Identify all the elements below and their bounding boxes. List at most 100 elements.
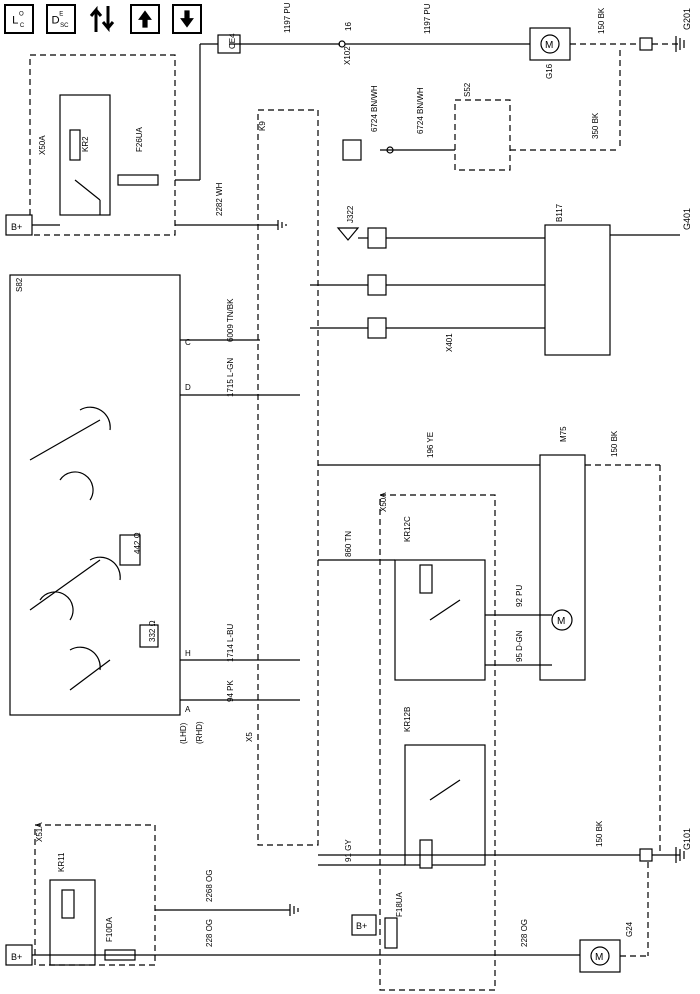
kr2-contact — [74, 179, 101, 215]
loc-sub: C — [20, 23, 25, 29]
wire-228-b: 228 OG — [520, 919, 529, 947]
kr2-coil — [69, 129, 81, 161]
g16-box — [529, 27, 571, 61]
kr11-coil — [61, 889, 75, 919]
ce1-c — [367, 317, 387, 339]
bplus-mid — [351, 914, 377, 936]
desc-button[interactable]: D E SC — [46, 4, 76, 34]
pin-16: 16 — [344, 22, 353, 31]
ground-k9-a — [277, 220, 287, 230]
f18ua-code: F18UA — [395, 891, 404, 917]
x50a-top-code: X50A — [38, 135, 47, 155]
x401-label: X401 — [445, 333, 454, 352]
arrow-up-button[interactable] — [130, 4, 160, 34]
desc-main: D — [51, 14, 59, 26]
wire-95: 95 D-GN — [515, 630, 524, 662]
wire-1197-a: 1197 PU — [283, 2, 292, 33]
bplus-low-label: B+ — [11, 952, 22, 962]
wire-6724-b: 6724 BN/WH — [416, 87, 425, 134]
wire-196: 196 YE — [426, 432, 435, 458]
arrow-down-button[interactable] — [172, 4, 202, 34]
g16-code: G16 — [545, 63, 554, 79]
s82-pin-c: C — [185, 338, 191, 347]
wiper-icons — [39, 406, 121, 671]
ground-g101: G101 — [682, 828, 692, 850]
ce1-b — [367, 274, 387, 296]
wire-150-top: 150 BK — [597, 7, 606, 34]
swap-icon — [89, 5, 115, 33]
ground-g101-symbol — [675, 847, 685, 863]
desc-sub: SC — [60, 23, 69, 29]
s82-contacts — [29, 419, 111, 691]
g16-motor-icon — [540, 34, 560, 54]
wire-1714: 1714 L-BU — [226, 624, 235, 662]
arrow-up-icon — [138, 10, 152, 28]
g24-motor-icon — [590, 946, 610, 966]
res-442 — [119, 534, 141, 566]
ground-g401: G401 — [682, 208, 692, 230]
kr2-box — [59, 94, 111, 216]
m75-code: M75 — [559, 426, 568, 442]
lhd-label: (LHD) — [179, 722, 188, 744]
kr12-contacts — [429, 599, 461, 801]
x51a-code: X51A — [35, 822, 44, 842]
ground-g201-symbol — [675, 36, 685, 52]
kr12b-box — [404, 744, 486, 866]
ce4-mid-box — [342, 139, 362, 161]
f10da-code: F10DA — [105, 916, 114, 942]
f18ua-fuse — [384, 917, 398, 949]
kr12c-box — [394, 559, 486, 681]
res-442-label: 442 Ω — [133, 532, 142, 554]
loc-main: L — [12, 14, 18, 26]
wire-6724-a: 6724 BN/WH — [370, 85, 379, 132]
j322-triangle — [336, 227, 360, 241]
s82-box — [9, 274, 181, 716]
j322-label: J322 — [346, 205, 355, 223]
kr2-code: KR2 — [81, 136, 90, 152]
arrow-down-icon — [180, 10, 194, 28]
m75-box — [539, 454, 586, 681]
kr12b-coil — [419, 839, 433, 869]
g24-code: G24 — [625, 921, 634, 937]
kr12c-code: KR12C — [403, 516, 412, 542]
wire-860: 860 TN — [344, 531, 353, 557]
wire-1197-b: 1197 PU — [423, 3, 432, 34]
wire-6009: 6009 TN/BK — [226, 298, 235, 342]
wire-94: 94 PK — [226, 680, 235, 702]
s52-code: S52 — [463, 82, 472, 97]
loc-sup: O — [19, 12, 24, 18]
x50a-mid-code: X50A — [379, 492, 388, 512]
wire-350: 350 BK — [591, 112, 600, 139]
res-332 — [139, 624, 159, 648]
f26ua-fuse — [117, 174, 159, 186]
kr12c-coil — [419, 564, 433, 594]
wire-150-mid: 150 BK — [610, 430, 619, 457]
b117-code: B117 — [555, 203, 564, 222]
rhd-label: (RHD) — [195, 721, 204, 744]
g24-m-letter: M — [595, 952, 603, 963]
wire-91: 91 GY — [344, 839, 353, 862]
kr11-box — [49, 879, 96, 966]
s82-pin-a: A — [185, 705, 191, 714]
splice-top — [639, 37, 653, 51]
res-332-label: 332 Ω — [148, 620, 157, 642]
loc-button[interactable]: L O C — [4, 4, 34, 34]
ground-k9-b — [289, 904, 299, 916]
m75-m-letter: M — [557, 616, 565, 627]
swap-icon-button[interactable] — [86, 2, 120, 36]
x50a-top-box — [29, 54, 176, 236]
m75-motor-icon — [551, 609, 573, 631]
s82-pin-d: D — [185, 383, 191, 392]
g16-m-letter: M — [545, 40, 553, 51]
ce1-a — [367, 227, 387, 249]
k9-box — [257, 109, 319, 846]
s82-code: S82 — [15, 277, 24, 292]
bplus-mid-label: B+ — [356, 921, 367, 931]
bplus-top-label: B+ — [11, 222, 22, 232]
kr11-code: KR11 — [57, 852, 66, 872]
k9-code: K9 — [258, 121, 267, 131]
wire-92: 92 PU — [515, 585, 524, 607]
wire-2282: 2282 WH — [215, 182, 224, 216]
splice-low — [639, 848, 653, 862]
